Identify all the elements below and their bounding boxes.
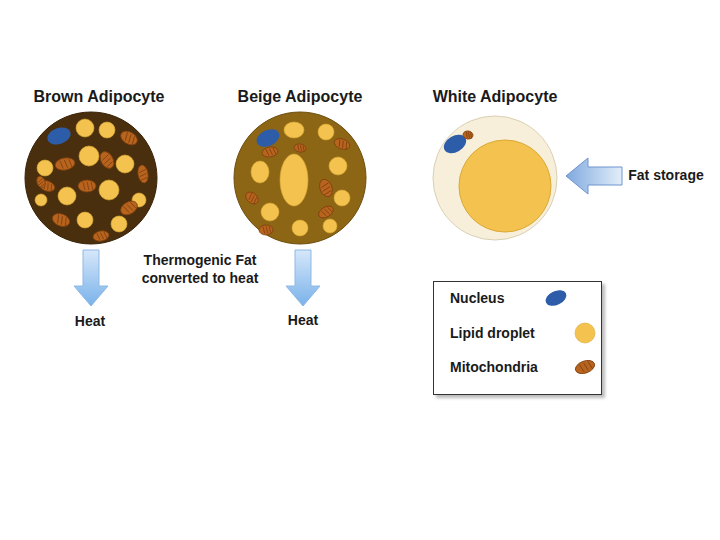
adipocyte-cell: Beige Adipocyte bbox=[220, 87, 380, 251]
output-label: Heat bbox=[75, 312, 105, 330]
mitochondrion bbox=[78, 180, 96, 192]
process-note: Thermogenic Fat converted to heat bbox=[115, 251, 285, 287]
legend-box: NucleusLipid dropletMitochondria bbox=[433, 281, 602, 395]
cell-outline bbox=[234, 112, 366, 244]
mitochondrion bbox=[92, 230, 109, 243]
legend-text: Mitochondria bbox=[450, 359, 538, 375]
lipid-droplet bbox=[111, 216, 127, 232]
cell-heading: Brown Adipocyte bbox=[19, 87, 179, 107]
lipid-droplet bbox=[251, 161, 269, 183]
mitochondrion bbox=[261, 146, 278, 159]
adipocyte-cell: White Adipocyte bbox=[415, 87, 575, 251]
legend-text: Lipid droplet bbox=[450, 325, 535, 341]
heat-arrow bbox=[74, 250, 108, 306]
lipid-droplet bbox=[334, 190, 350, 206]
fat-storage-arrow bbox=[566, 158, 622, 194]
lipid-droplet bbox=[99, 180, 119, 200]
lipid-droplet bbox=[280, 154, 308, 206]
lipid-droplet bbox=[76, 119, 94, 137]
cell-drawing bbox=[230, 108, 370, 248]
lipid-droplet bbox=[323, 219, 337, 233]
mitochondrion bbox=[317, 204, 336, 221]
lipid-droplet bbox=[35, 194, 47, 206]
lipid-droplet bbox=[99, 122, 115, 138]
mitochondrion bbox=[97, 149, 116, 171]
mitochondrion bbox=[293, 143, 306, 153]
mitochondrion bbox=[333, 137, 351, 152]
legend-swatch bbox=[542, 286, 570, 310]
mitochondrion bbox=[259, 225, 273, 235]
mitochondrion bbox=[54, 156, 76, 171]
lipid-droplet bbox=[292, 220, 308, 236]
legend-row: Nucleus bbox=[450, 286, 504, 310]
nucleus bbox=[254, 126, 283, 151]
lipid-droplet bbox=[318, 124, 334, 140]
mitochondrion bbox=[317, 177, 334, 198]
cell-drawing bbox=[425, 108, 565, 248]
mitochondrion bbox=[50, 211, 71, 228]
cell-drawing bbox=[21, 108, 161, 248]
cell-heading: White Adipocyte bbox=[415, 87, 575, 107]
mitochondrion bbox=[462, 130, 473, 140]
heat-arrow bbox=[286, 250, 320, 306]
arrow-label: Fat storage bbox=[628, 166, 703, 184]
lipid-droplet bbox=[261, 203, 279, 221]
legend-text: Nucleus bbox=[450, 290, 504, 306]
legend-row: Lipid droplet bbox=[450, 321, 535, 345]
lipid-droplet bbox=[284, 122, 304, 138]
nucleus bbox=[45, 124, 73, 147]
lipid-droplet bbox=[37, 160, 53, 176]
adipocyte-cell: Brown Adipocyte bbox=[19, 87, 179, 251]
cell-outline bbox=[25, 112, 157, 244]
output-label: Heat bbox=[288, 311, 318, 329]
lipid-droplet bbox=[58, 187, 76, 205]
lipid-droplet bbox=[79, 146, 99, 166]
mitochondrion bbox=[118, 198, 140, 217]
legend-sample bbox=[575, 323, 595, 343]
cell-outline bbox=[433, 116, 557, 240]
cell-heading: Beige Adipocyte bbox=[220, 87, 380, 107]
mitochondrion bbox=[35, 175, 47, 189]
mitochondrion bbox=[574, 358, 597, 376]
mitochondrion bbox=[118, 128, 140, 147]
legend-swatch bbox=[571, 321, 599, 345]
lipid-droplet bbox=[77, 212, 93, 228]
mitochondrion bbox=[137, 164, 150, 183]
lipid-droplet bbox=[329, 157, 347, 175]
legend-row: Mitochondria bbox=[450, 355, 538, 379]
legend-sample bbox=[543, 287, 569, 309]
lipid-droplet bbox=[459, 140, 551, 232]
mitochondrion bbox=[243, 190, 260, 207]
legend-swatch bbox=[571, 355, 599, 379]
lipid-droplet bbox=[116, 155, 134, 173]
